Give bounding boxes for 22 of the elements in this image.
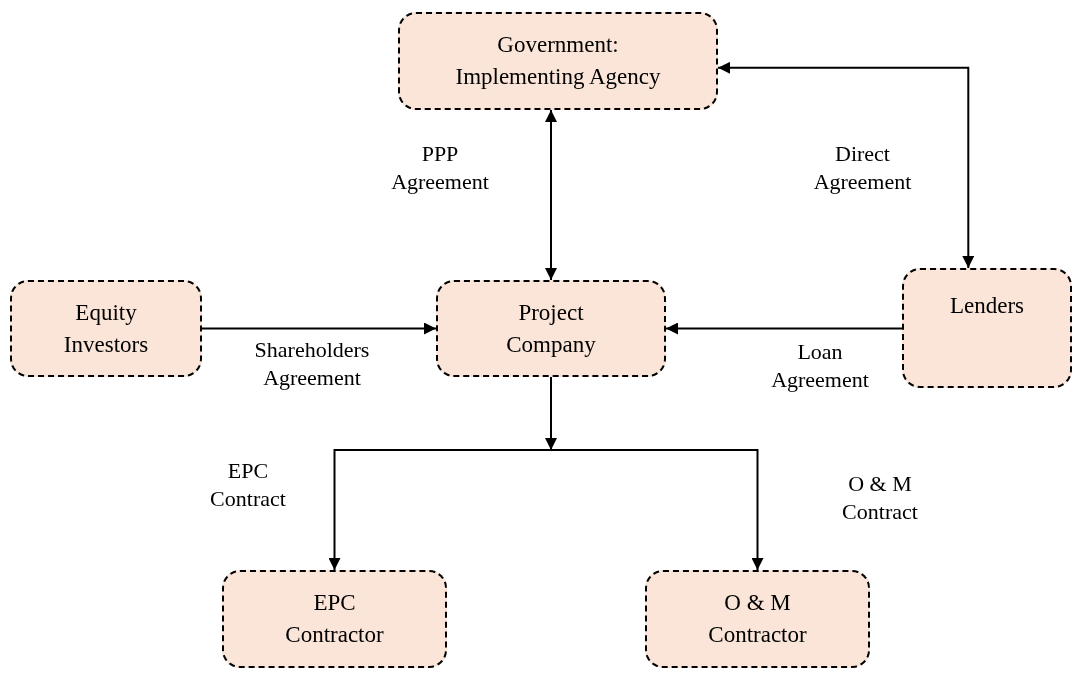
process-box [398,12,718,110]
connector-arrow [201,322,437,335]
edge-label: Shareholders Agreement [253,336,371,392]
process-box [902,268,1072,388]
box-label: Project Company [505,298,597,359]
edge-label: Direct Agreement [812,140,913,196]
process-box [10,280,202,377]
process-box [436,280,666,377]
box-label: EPC Contractor [284,589,385,649]
connector-arrow [717,61,975,269]
edge-label: O & M Contract [841,470,919,526]
connector-arrow [665,322,903,335]
box-label: Government: Implementing Agency [454,31,662,91]
connector-arrow [545,109,557,281]
process-box [222,570,447,668]
edge-label: EPC Contract [209,457,287,513]
process-box [645,570,870,668]
box-label: Lenders [949,292,1025,320]
edge-label: PPP Agreement [390,140,490,196]
box-label: Equity Investors [62,298,150,359]
box-label: O & M Contractor [707,589,808,649]
edge-label: Loan Agreement [770,338,870,394]
